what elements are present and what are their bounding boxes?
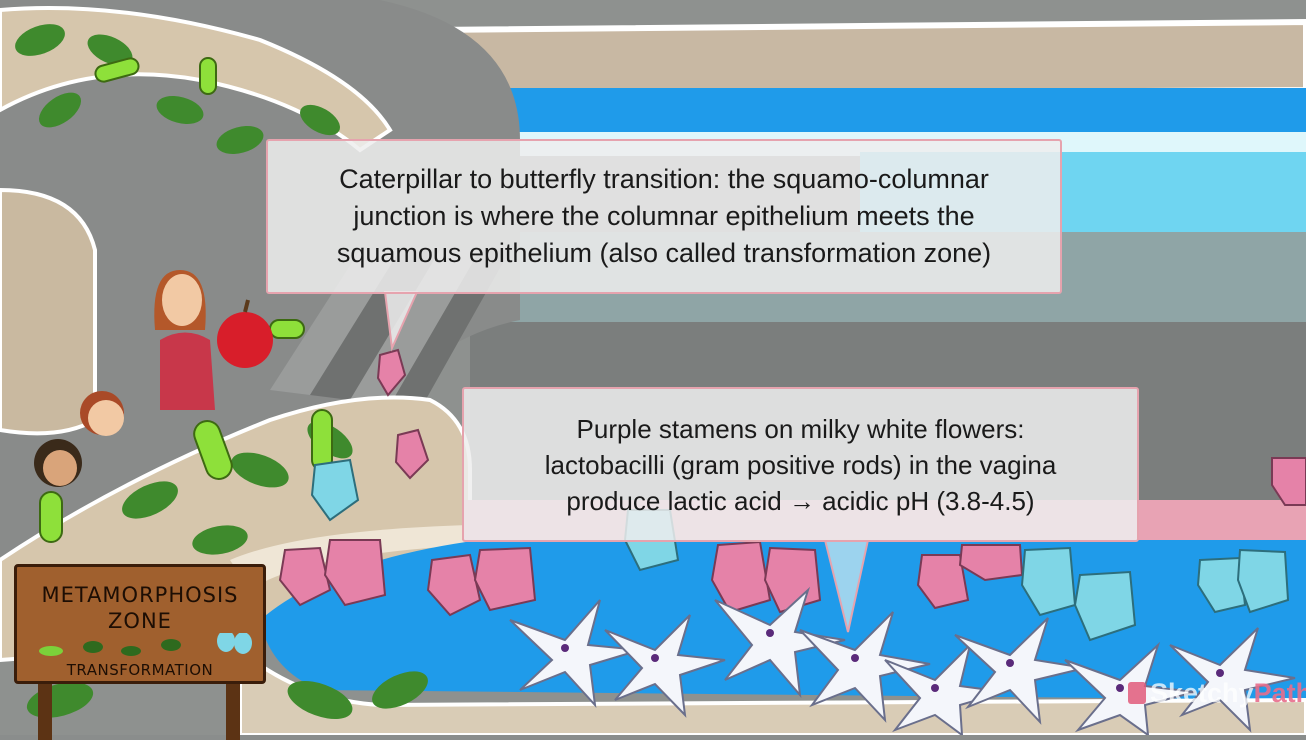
callout-top-line-2: junction is where the columnar epitheliu…: [353, 201, 975, 231]
sign-line-3: TRANSFORMATION: [66, 661, 214, 679]
callout-top-line-1: Caterpillar to butterfly transition: the…: [339, 164, 989, 194]
woman-figure: [154, 270, 273, 410]
logo-text-part-2: Path: [1253, 677, 1306, 708]
logo-mark-icon: [1128, 682, 1146, 704]
sign-post-left: [38, 684, 52, 740]
callout-bottom-line-3: produce lactic acid → acidic pH (3.8-4.5…: [566, 485, 1035, 516]
caterpillars: [39, 57, 333, 543]
children-figures: [34, 391, 124, 487]
callout-bottom-line-1: Purple stamens on milky white flowers:: [576, 413, 1025, 444]
sign-post-right: [226, 684, 240, 740]
logo-text-part-1: Sketchy: [1150, 677, 1254, 708]
callout-bottom-line-2: lactobacilli (gram positive rods) in the…: [544, 449, 1057, 480]
callout-squamo-columnar: Caterpillar to butterfly transition: the…: [266, 139, 1062, 294]
round-planter: [0, 187, 97, 436]
sign-decoration: [39, 633, 252, 656]
sketchypath-logo: Sketchy Path: [1128, 676, 1306, 710]
callout-bottom-pointer: [823, 539, 870, 633]
callout-top-line-3: squamous epithelium (also called transfo…: [336, 238, 992, 268]
lilies: [509, 586, 1296, 735]
sign-line-1: METAMORPHOSIS: [41, 583, 239, 607]
callout-lactobacilli: Purple stamens on milky white flowers: l…: [462, 387, 1139, 542]
metamorphosis-zone-sign: METAMORPHOSIS ZONE TRANSFORMATION: [14, 564, 266, 684]
sign-line-2: ZONE: [108, 609, 172, 633]
callout-top-pointer: [383, 291, 419, 352]
